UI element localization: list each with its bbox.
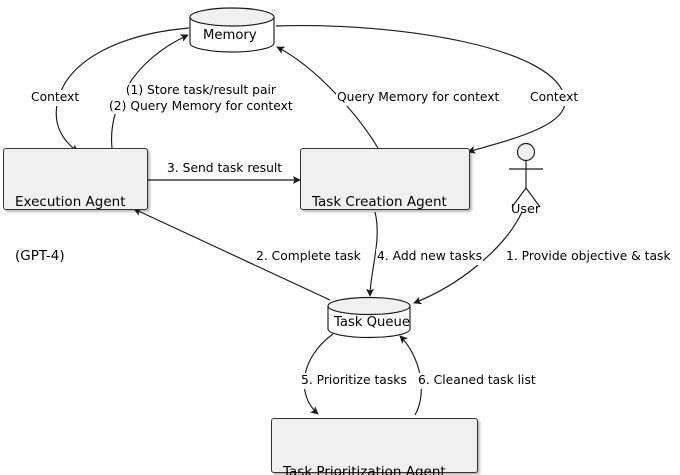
edge-label-cleaned-task-list: 6. Cleaned task list xyxy=(417,373,537,389)
task-queue-node-shape xyxy=(327,296,411,339)
execution-agent-title: Execution Agent xyxy=(15,193,126,210)
user-actor-icon xyxy=(509,142,543,208)
edge-label-query-memory: Query Memory for context xyxy=(336,90,501,106)
task-prioritization-agent-title: Task Prioritization Agent xyxy=(283,463,446,475)
memory-node-shape xyxy=(189,7,275,53)
edge-task-queue-to-execution-agent xyxy=(133,208,331,301)
memory-node-label: Memory xyxy=(203,28,257,43)
edge-label-provide-objective: 1. Provide objective & task xyxy=(505,249,672,265)
edge-memory-to-execution-agent xyxy=(55,27,190,153)
edge-label-context-left: Context xyxy=(30,90,81,106)
edge-memory-to-task-creation-agent xyxy=(275,25,566,154)
edge-label-complete-task: 2. Complete task xyxy=(255,249,362,265)
edge-label-send-task-result: 3. Send task result xyxy=(166,161,284,177)
edge-task-creation-agent-to-task-queue xyxy=(365,211,378,297)
task-queue-node-label: Task Queue xyxy=(334,315,410,330)
task-prioritization-agent-node[interactable]: Task Prioritization Agent (GPT-4) xyxy=(271,418,478,475)
edge-label-add-new-tasks: 4. Add new tasks xyxy=(376,249,483,265)
task-creation-agent-title: Task Creation Agent xyxy=(312,193,447,210)
user-actor-label: User xyxy=(511,202,541,217)
task-creation-agent-node[interactable]: Task Creation Agent (GPT-4) xyxy=(300,148,470,264)
execution-agent-node[interactable]: Execution Agent (GPT-4) xyxy=(3,148,148,264)
edge-label-context-right: Context xyxy=(529,90,580,106)
edge-label-prioritize-tasks: 5. Prioritize tasks xyxy=(300,373,408,389)
execution-agent-subtitle: (GPT-4) xyxy=(15,247,65,264)
edge-label-store-query: (1) Store task/result pair (2) Query Mem… xyxy=(108,83,294,115)
